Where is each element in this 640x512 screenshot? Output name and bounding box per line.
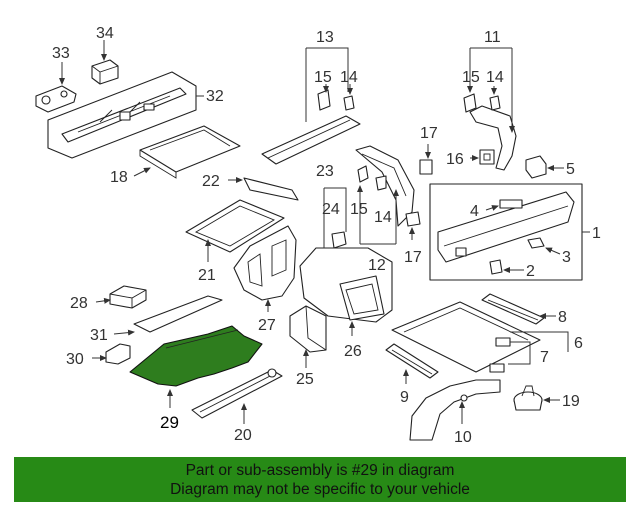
part-34-module[interactable] — [91, 59, 119, 85]
callout-4: 4 — [470, 203, 479, 220]
part-24-clip[interactable] — [331, 231, 347, 249]
banner-line-1: Part or sub-assembly is #29 in diagram — [185, 462, 455, 479]
callout-18: 18 — [110, 169, 128, 186]
banner-line-2: Diagram may not be specific to your vehi… — [170, 481, 470, 498]
callout-20: 20 — [234, 427, 252, 444]
callout-32: 32 — [206, 88, 224, 105]
part-22-trim-strip[interactable] — [243, 177, 299, 201]
part-25-bracket[interactable] — [289, 305, 327, 353]
callout-11: 11 — [484, 29, 501, 46]
callout-27: 27 — [258, 317, 276, 334]
callout-14b: 14 — [486, 69, 504, 86]
callout-21: 21 — [198, 267, 216, 284]
callout-26: 26 — [344, 343, 362, 360]
callout-1: 1 — [592, 225, 601, 242]
callout-6: 6 — [574, 335, 583, 352]
part-33-cover-handle[interactable] — [35, 85, 77, 113]
part-23-quarter-trim[interactable] — [355, 145, 415, 227]
diagram-svg: 34 33 32 13 15 14 11 15 14 17 16 5 1 4 3… — [35, 25, 601, 446]
callout-14a: 14 — [340, 69, 358, 86]
callout-10: 10 — [454, 429, 472, 446]
callout-8: 8 — [558, 309, 567, 326]
callout-30: 30 — [66, 351, 84, 368]
part-32-cover-rail[interactable] — [61, 87, 187, 143]
part-17-clip-upper[interactable] — [419, 159, 433, 175]
callout-17b: 17 — [404, 249, 422, 266]
callout-16: 16 — [446, 151, 464, 168]
part-18-tray[interactable] — [139, 125, 241, 179]
part-11-pillar-trim[interactable] — [463, 93, 517, 171]
callout-7: 7 — [540, 349, 549, 366]
callout-12: 12 — [368, 257, 386, 274]
info-banner: Part or sub-assembly is #29 in diagram D… — [14, 457, 626, 502]
callout-33: 33 — [52, 45, 70, 62]
part-10-wheelhouse-liner[interactable] — [409, 379, 501, 441]
callout-5: 5 — [566, 161, 575, 178]
part-6-cargo-floor[interactable] — [391, 301, 541, 373]
part-5-clip[interactable] — [525, 155, 547, 179]
part-31-trim-strip[interactable] — [133, 295, 223, 333]
callout-15c: 15 — [350, 201, 368, 218]
callout-22: 22 — [202, 173, 220, 190]
callout-labels: 34 33 32 13 15 14 11 15 14 17 16 5 1 4 3… — [52, 25, 601, 446]
part-20-cover-roller[interactable] — [191, 368, 283, 419]
part-26-side-panel[interactable] — [299, 247, 393, 323]
callout-9: 9 — [400, 389, 409, 406]
callout-34: 34 — [96, 25, 114, 42]
callout-15a: 15 — [314, 69, 332, 86]
part-19-jack-knob[interactable] — [513, 385, 543, 411]
callout-14c: 14 — [374, 209, 392, 226]
parts-diagram: 34 33 32 13 15 14 11 15 14 17 16 5 1 4 3… — [35, 25, 601, 446]
part-13-sill-plate[interactable] — [261, 89, 361, 165]
part-30-cap[interactable] — [105, 343, 131, 365]
leader-lines — [59, 40, 590, 424]
callout-17a: 17 — [420, 125, 438, 142]
part-16-clip[interactable] — [479, 149, 495, 165]
callout-15b: 15 — [462, 69, 480, 86]
part-29-floor-mat-highlighted[interactable] — [129, 325, 263, 387]
callout-2: 2 — [526, 263, 535, 280]
part-27-side-panel[interactable] — [233, 225, 297, 301]
callout-25: 25 — [296, 371, 314, 388]
callout-13: 13 — [316, 29, 334, 46]
part-9-trim-strip[interactable] — [385, 343, 439, 379]
callout-31: 31 — [90, 327, 108, 344]
callout-19: 19 — [562, 393, 580, 410]
part-1-rear-panel[interactable] — [437, 191, 575, 275]
callout-29: 29 — [160, 413, 179, 432]
part-17-clip-lower[interactable] — [405, 211, 421, 227]
callout-28: 28 — [70, 295, 88, 312]
callout-24: 24 — [322, 201, 340, 218]
callout-3: 3 — [562, 249, 571, 266]
callout-23: 23 — [316, 163, 334, 180]
part-28-block[interactable] — [109, 285, 147, 309]
